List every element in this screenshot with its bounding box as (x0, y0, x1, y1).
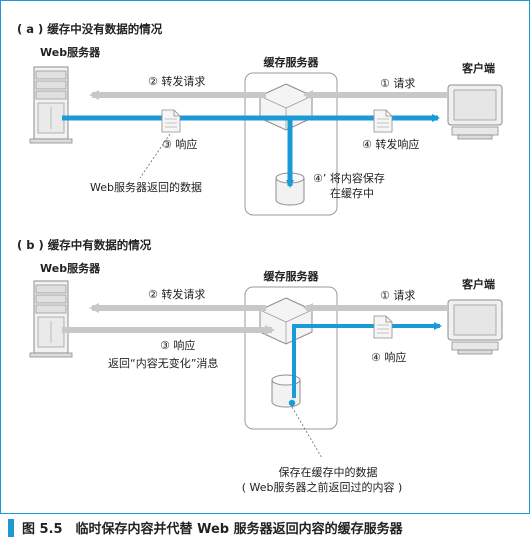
a-web-server-tower-icon (29, 66, 73, 144)
b-web-server-tower-icon (29, 280, 73, 358)
caption-accent-mark (8, 519, 14, 537)
b-step2-label: ② 转发请求 (148, 288, 206, 301)
a-data-note-leader (139, 133, 171, 179)
a-step3-label: ③ 响应 (162, 138, 198, 151)
a-web-data-note: Web服务器返回的数据 (90, 181, 202, 194)
a-forward-doc-icon (373, 109, 393, 133)
a-step2-label: ② 转发请求 (148, 75, 206, 88)
a-cache-server-box (244, 72, 338, 216)
a-step4p-line1: ④’ 将内容保存 (313, 172, 385, 185)
b-cache-note-leader (291, 406, 323, 459)
a-cache-server-label: 缓存服务器 (263, 56, 319, 69)
a-step4-label: ④ 转发响应 (362, 138, 420, 151)
b-step4-label: ④ 响应 (371, 351, 407, 364)
b-step1-label: ① 请求 (380, 289, 416, 302)
b-client-pc-icon (447, 299, 503, 355)
b-cache-data-dot (288, 399, 296, 407)
b-cache-cube-icon (259, 297, 313, 345)
b-cache-data-line2: ( Web服务器之前返回过的内容 ) (241, 481, 403, 494)
b-cache-server-box (244, 286, 338, 430)
section-a-title: ( a ) 缓存中没有数据的情况 (17, 22, 163, 36)
figure-frame (0, 0, 530, 514)
figure-caption: 图 5.5 临时保存内容并代替 Web 服务器返回内容的缓存服务器 (22, 522, 403, 537)
b-cached-response-arrow (292, 322, 442, 398)
a-client-label: 客户端 (462, 62, 495, 75)
a-client-pc-icon (447, 84, 503, 140)
b-web-server-label: Web服务器 (40, 262, 101, 275)
section-b-title: ( b ) 缓存中有数据的情况 (17, 238, 152, 252)
b-cache-data-line1: 保存在缓存中的数据 (278, 466, 378, 479)
a-step1-label: ① 请求 (380, 77, 416, 90)
a-web-server-label: Web服务器 (40, 46, 101, 59)
b-response-doc-icon (373, 315, 393, 339)
b-step3-label: ③ 响应 (160, 339, 196, 352)
b-cache-server-label: 缓存服务器 (263, 270, 319, 283)
caption-bar (0, 514, 530, 544)
a-step4p-line2: 在缓存中 (330, 187, 374, 200)
b-no-change-note: 返回“内容无变化”消息 (108, 357, 219, 370)
b-client-label: 客户端 (462, 278, 495, 291)
a-response-doc-icon (161, 109, 181, 133)
a-cache-cube-icon (259, 83, 313, 131)
